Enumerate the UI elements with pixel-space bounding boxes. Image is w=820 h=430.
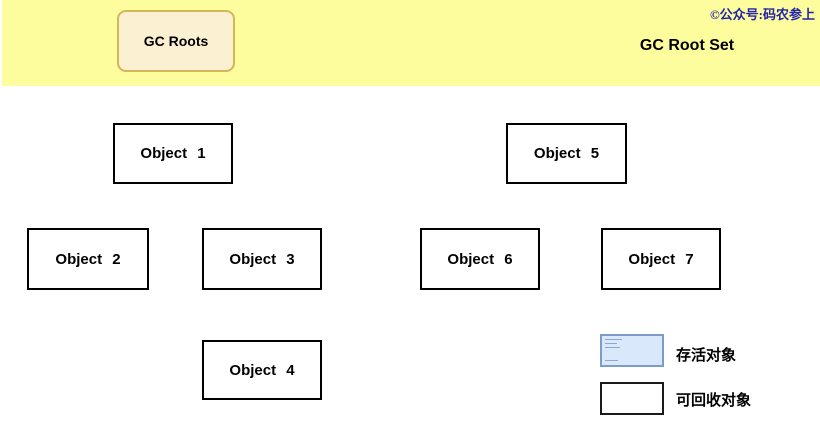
object-box-1: Object 1 [113,123,233,184]
legend-alive-label: 存活对象 [676,347,737,364]
banner-title: GC Root Set [639,37,735,54]
object-box-2: Object 2 [27,228,149,290]
object-box-6: Object 6 [420,228,540,290]
object-box-5: Object 5 [506,123,627,184]
legend-alive-swatch [600,334,664,367]
legend-reclaimable-swatch [600,382,664,415]
legend-reclaimable-label: 可回收对象 [676,392,752,409]
swatch-line [605,339,622,340]
swatch-line [605,360,618,361]
gc-roots-node: GC Roots [117,10,235,72]
swatch-line [605,343,617,344]
watermark-text: ©公众号:码农参上 [709,7,815,22]
object-box-7: Object 7 [601,228,721,290]
object-box-4: Object 4 [202,340,322,400]
gc-root-set-banner: GC Roots ©公众号:码农参上 GC Root Set [2,0,820,86]
object-box-3: Object 3 [202,228,322,290]
swatch-line [605,347,620,348]
